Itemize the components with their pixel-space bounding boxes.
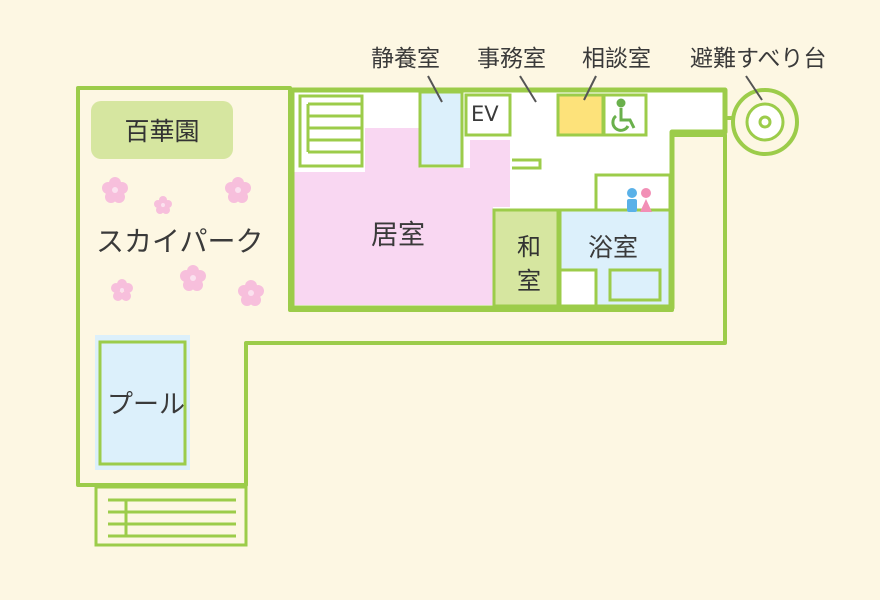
japanese-room-label: 和 室 <box>512 230 546 298</box>
quiet-room-area <box>418 90 464 168</box>
office-label: 事務室 <box>477 46 546 72</box>
japanese-room-label-line2: 室 <box>517 267 541 295</box>
consultation-room-label: 相談室 <box>582 46 651 72</box>
sky-park-label: スカイパーク <box>96 225 264 258</box>
living-room-label: 居室 <box>371 220 425 251</box>
lower-stairs-icon <box>94 485 248 547</box>
pool-inner <box>98 340 187 466</box>
stairs-icon <box>298 94 364 168</box>
ev-area <box>464 93 512 137</box>
bathroom-small-room <box>558 268 598 308</box>
bathroom-label: 浴室 <box>588 233 639 262</box>
building-walls <box>289 87 728 311</box>
handrail <box>512 158 542 170</box>
escape-slide-label: 避難すべり台 <box>690 46 827 72</box>
flower-icon <box>102 177 264 306</box>
garden-badge: 百華園 <box>91 101 233 159</box>
spiral-slide-icon <box>725 88 799 156</box>
quiet-room-label: 静養室 <box>371 46 440 72</box>
pool-label: プール <box>107 390 186 420</box>
bathtub <box>608 268 662 302</box>
japanese-room-area <box>492 208 560 308</box>
wheelchair-icon <box>611 98 636 132</box>
ev-label: EV <box>471 102 499 126</box>
japanese-room-label-line1: 和 <box>517 233 541 261</box>
restroom-icon <box>627 188 652 212</box>
pool-area <box>95 335 190 470</box>
callout-leaders <box>427 75 763 103</box>
living-room-area <box>293 128 510 305</box>
consultation-room-area <box>556 93 605 137</box>
